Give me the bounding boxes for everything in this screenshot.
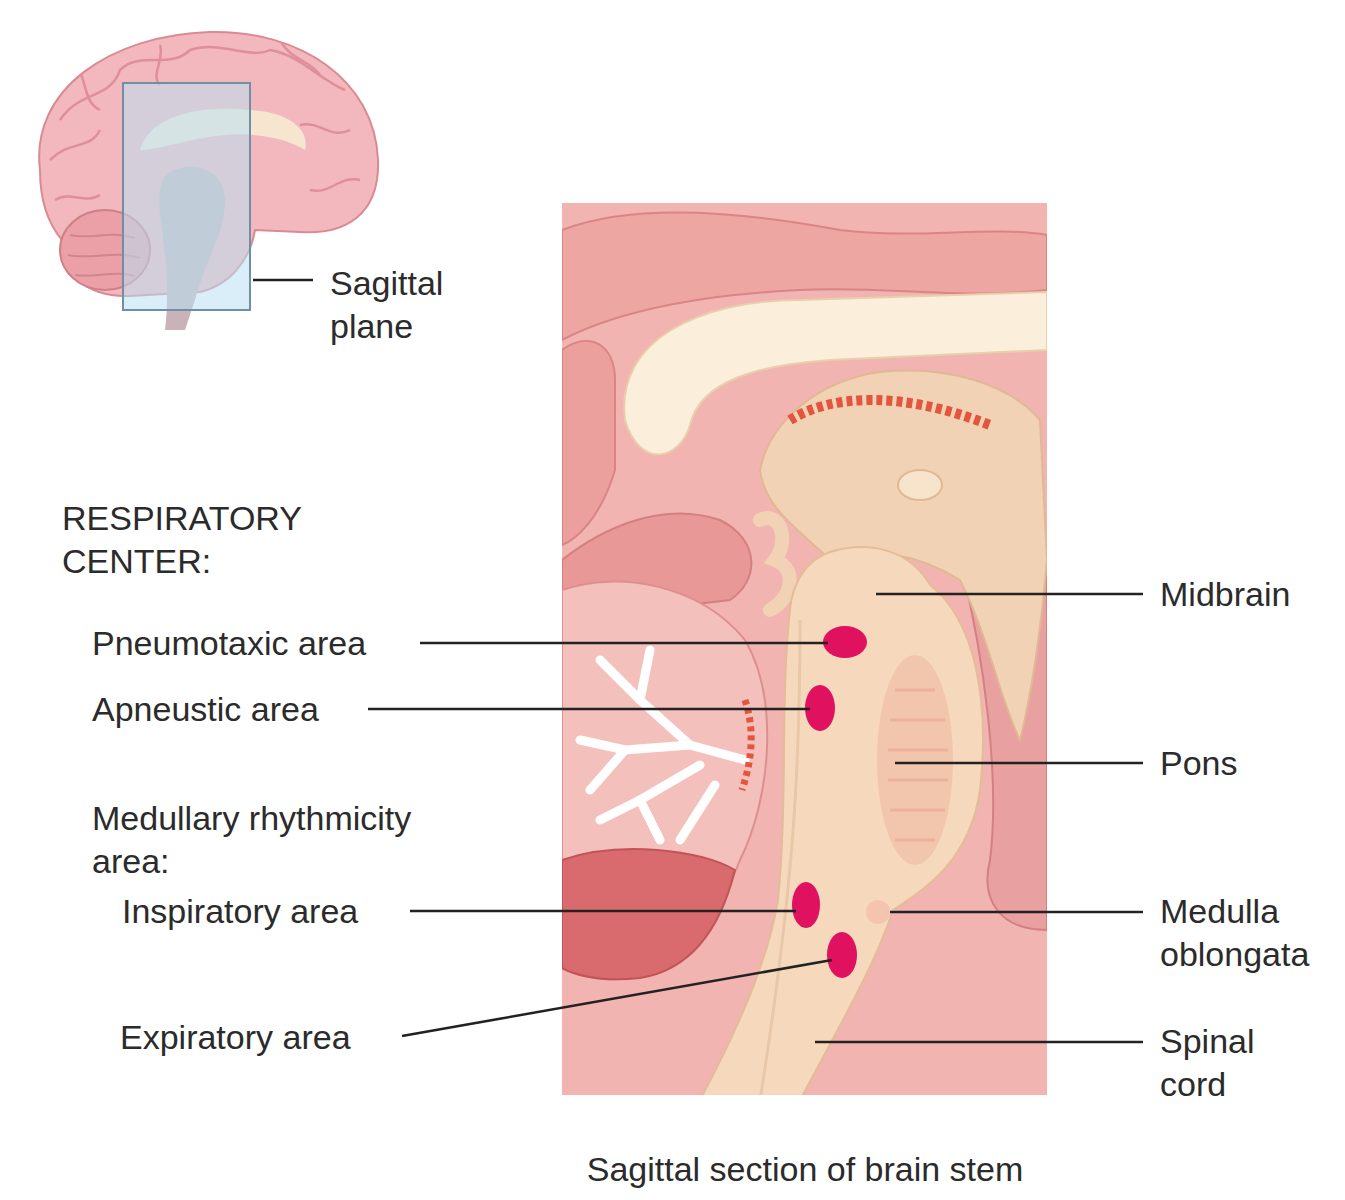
part-label-text: Spinal cord — [1160, 1020, 1310, 1105]
part-label: Medulla oblongata — [1160, 890, 1338, 975]
leader-line — [895, 762, 1143, 765]
part-label-text: Medulla oblongata — [1160, 890, 1338, 975]
part-label: Expiratory area — [120, 1016, 398, 1059]
gyrus — [562, 341, 615, 545]
arbor-vitae — [580, 650, 745, 840]
part-label-text: Pneumotaxic area — [92, 622, 412, 665]
part-label-text: Expiratory area — [120, 1016, 398, 1059]
part-label-text: Inspiratory area — [122, 890, 404, 933]
part-label: Midbrain — [1160, 573, 1335, 616]
caption: Sagittal section of brain stem — [480, 1148, 1130, 1191]
pons-fibers — [877, 655, 953, 865]
leader-line — [890, 911, 1143, 914]
inset-brain — [39, 32, 378, 330]
part-label-text: Midbrain — [1160, 573, 1335, 616]
part-label: Inspiratory area — [122, 890, 404, 933]
pons-striations — [888, 690, 948, 840]
group-label: Medullary rhythmicity area: — [92, 797, 482, 882]
leader-line — [876, 593, 1143, 596]
group-label-text: Medullary rhythmicity area: — [92, 797, 482, 882]
part-label: Apneustic area — [92, 688, 362, 731]
pneumotaxic-area-marker — [823, 626, 867, 658]
leader-line — [368, 708, 810, 711]
part-label-text: Sagittal plane — [330, 262, 490, 347]
leader-line — [253, 279, 313, 282]
section-heading: RESPIRATORY CENTER: — [62, 497, 382, 582]
fourth-ventricle-plexus — [742, 700, 751, 790]
part-label: Sagittal plane — [330, 262, 490, 347]
brainstem-section — [562, 203, 1047, 1095]
central-canal — [760, 620, 800, 1095]
expiratory-area-marker — [827, 932, 857, 978]
inspiratory-area-marker — [792, 882, 820, 928]
part-label-text: Pons — [1160, 742, 1335, 785]
part-label: Pons — [1160, 742, 1335, 785]
part-label: Pneumotaxic area — [92, 622, 412, 665]
leader-line — [420, 642, 828, 645]
choroid-plexus — [790, 400, 990, 425]
brain-stem — [700, 547, 983, 1095]
leader-lines — [368, 594, 1143, 1042]
leader-line — [410, 910, 796, 913]
part-label-text: Apneustic area — [92, 688, 362, 731]
leader-line — [815, 1041, 1143, 1044]
caption-text: Sagittal section of brain stem — [480, 1148, 1130, 1191]
part-label: Spinal cord — [1160, 1020, 1310, 1105]
section-heading-text: RESPIRATORY CENTER: — [62, 497, 382, 582]
cerebellum — [562, 582, 767, 980]
cerebellum-lobe — [562, 849, 735, 979]
mammillary-mass — [898, 470, 942, 500]
leader-line — [402, 960, 832, 1036]
olive — [866, 900, 890, 924]
pineal-stalk — [760, 518, 790, 610]
sagittal-plane-box — [123, 83, 250, 310]
